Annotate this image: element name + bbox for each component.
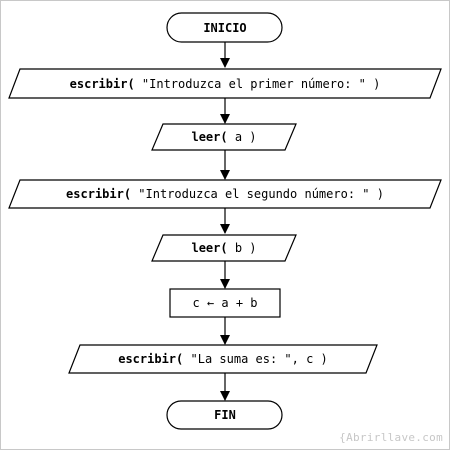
svg-text:leer( b ): leer( b ) xyxy=(191,241,256,255)
svg-text:leer( a ): leer( a ) xyxy=(191,130,256,144)
step1-argument: "Introduzca el primer número: " ) xyxy=(135,77,381,91)
end-terminator: FIN xyxy=(166,400,283,430)
svg-text:escribir( "Introduzca el prime: escribir( "Introduzca el primer número: … xyxy=(70,77,381,91)
step4-argument: b ) xyxy=(228,241,257,255)
step4-keyword: leer( xyxy=(191,241,227,255)
end-label: FIN xyxy=(214,408,236,422)
io-step-write-second-prompt: escribir( "Introduzca el segundo número:… xyxy=(8,179,442,209)
step2-keyword: leer( xyxy=(191,130,227,144)
step6-keyword: escribir( xyxy=(118,352,183,366)
process-label: c ← a + b xyxy=(192,296,257,310)
io-step-read-a: leer( a ) xyxy=(151,123,297,151)
step6-argument: "La suma es: ", c ) xyxy=(183,352,328,366)
start-label: INICIO xyxy=(203,21,246,35)
process-step-sum: c ← a + b xyxy=(169,288,281,318)
step1-keyword: escribir( xyxy=(70,77,135,91)
io-step-read-b: leer( b ) xyxy=(151,234,297,262)
io-step-write-result: escribir( "La suma es: ", c ) xyxy=(68,344,378,374)
svg-text:escribir( "La suma es: ", c ): escribir( "La suma es: ", c ) xyxy=(118,352,328,366)
watermark-logo: {Abrirllave.com xyxy=(339,431,443,444)
step3-keyword: escribir( xyxy=(66,187,131,201)
step2-argument: a ) xyxy=(228,130,257,144)
step3-argument: "Introduzca el segundo número: " ) xyxy=(131,187,384,201)
svg-text:escribir( "Introduzca el segun: escribir( "Introduzca el segundo número:… xyxy=(66,187,384,201)
io-step-write-first-prompt: escribir( "Introduzca el primer número: … xyxy=(8,68,442,99)
start-terminator: INICIO xyxy=(166,12,283,43)
